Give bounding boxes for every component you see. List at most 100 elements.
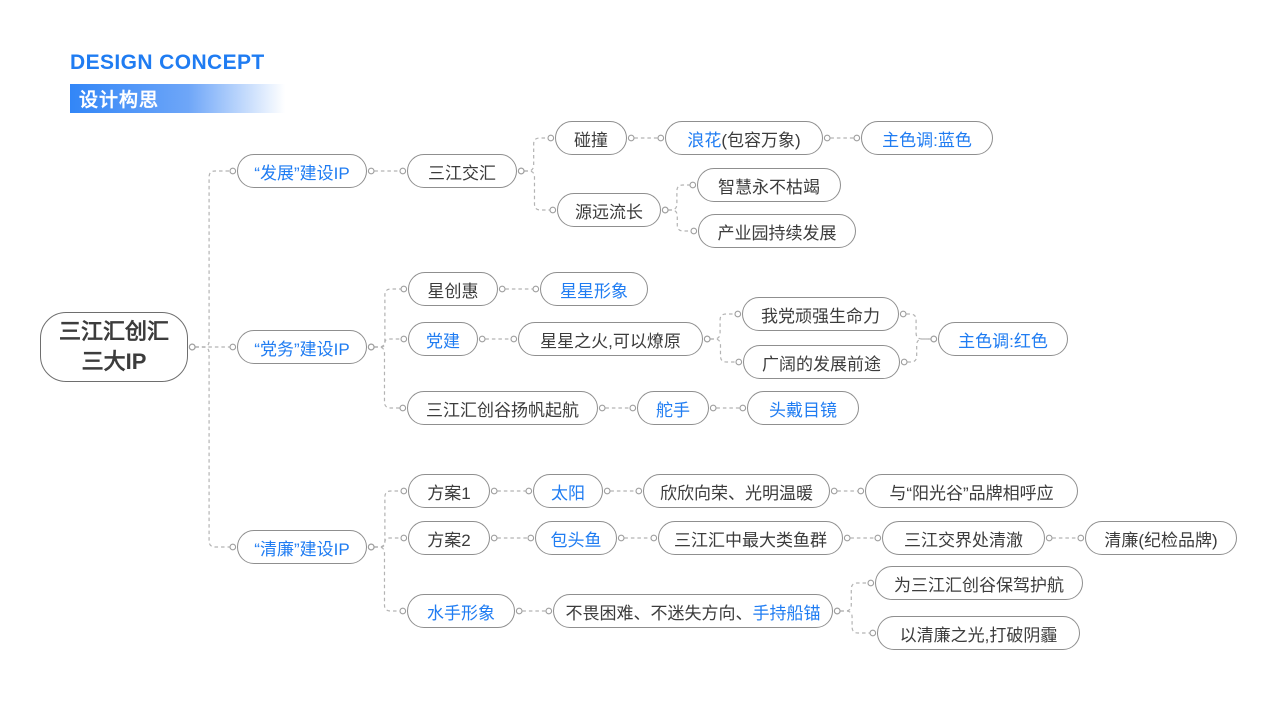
mindmap-node-yuqun[interactable]: 三江汇中最大类鱼群	[658, 521, 843, 555]
mindmap-node-shuishou[interactable]: 水手形象	[407, 594, 515, 628]
connector-joint-icon	[853, 134, 861, 142]
connector-joint-icon	[478, 335, 486, 343]
connector-joint-icon	[843, 534, 851, 542]
mindmap-node-baojia-huhang[interactable]: 为三江汇创谷保驾护航	[875, 566, 1083, 600]
mindmap-node-yangguanggu[interactable]: 与“阳光谷”品牌相呼应	[865, 474, 1078, 508]
mindmap-node-main-blue[interactable]: 主色调:蓝色	[861, 121, 993, 155]
connector-joint-icon	[367, 543, 375, 551]
connector-joint-icon	[823, 134, 831, 142]
node-label: 源远流长	[575, 202, 643, 222]
connector-joint-icon	[833, 607, 841, 615]
mindmap-node-dangjian[interactable]: 党建	[408, 322, 478, 356]
connector-joint-icon	[735, 358, 743, 366]
node-label: “发展”建设IP	[254, 163, 350, 183]
mindmap-node-xinxin-xiangrong[interactable]: 欣欣向荣、光明温暖	[643, 474, 830, 508]
connector-edge	[668, 184, 690, 211]
mindmap-node-jijian-pinpai[interactable]: 清廉(纪检品牌)	[1085, 521, 1237, 555]
connector-edge	[374, 546, 400, 612]
connector-joint-icon	[603, 487, 611, 495]
connector-edge	[374, 288, 401, 348]
connector-joint-icon	[490, 534, 498, 542]
connector-joint-icon	[510, 335, 518, 343]
mindmap-node-guangkuo[interactable]: 广阔的发展前途	[743, 345, 900, 379]
mindmap-node-baotouyu[interactable]: 包头鱼	[535, 521, 617, 555]
mindmap-node-fangan2[interactable]: 方案2	[408, 521, 490, 555]
node-label: 三江汇创汇	[58, 319, 169, 345]
mindmap-node-duoshou[interactable]: 舵手	[637, 391, 709, 425]
mindmap-node-ip-dangwu[interactable]: “党务”建设IP	[237, 330, 367, 364]
connector-joint-icon	[399, 404, 407, 412]
mindmap-node-buwei-kunnan[interactable]: 不畏困难、不迷失方向、手持船锚	[553, 594, 833, 628]
connector-joint-icon	[857, 487, 865, 495]
mindmap-node-yangfan-qihang[interactable]: 三江汇创谷扬帆起航	[407, 391, 598, 425]
connector-joint-icon	[1045, 534, 1053, 542]
mindmap-node-ip-fazhan[interactable]: “发展”建设IP	[237, 154, 367, 188]
mindmap-node-langhua[interactable]: 浪花(包容万象)	[665, 121, 823, 155]
connector-joint-icon	[830, 487, 838, 495]
mindmap-node-xingchuanghui[interactable]: 星创惠	[408, 272, 498, 306]
node-label: “党务”建设IP	[254, 339, 350, 359]
connector-joint-icon	[525, 487, 533, 495]
node-label: 星星形象	[560, 281, 628, 301]
connector-joint-icon	[869, 629, 877, 637]
node-label: 三江交界处清澈	[904, 530, 1023, 550]
connector-joint-icon	[930, 335, 938, 343]
node-label: 浪花	[687, 130, 722, 150]
connector-joint-icon	[1077, 534, 1085, 542]
connector-joint-icon	[629, 404, 637, 412]
connector-edge	[840, 610, 870, 634]
mindmap-node-pengzhuang[interactable]: 碰撞	[555, 121, 627, 155]
connector-joint-icon	[598, 404, 606, 412]
node-label: 广阔的发展前途	[762, 354, 881, 374]
mindmap-node-xingxingzhihuo[interactable]: 星星之火,可以燎原	[518, 322, 703, 356]
mindmap-node-taiyang[interactable]: 太阳	[533, 474, 603, 508]
connector-joint-icon	[399, 607, 407, 615]
connector-joint-icon	[399, 167, 407, 175]
mindmap-node-xingxing-xingxiang[interactable]: 星星形象	[540, 272, 648, 306]
mindmap-node-sanjiang-jiaohui[interactable]: 三江交汇	[407, 154, 517, 188]
mindmap-node-main-red[interactable]: 主色调:红色	[938, 322, 1068, 356]
connector-edge	[374, 537, 401, 548]
mindmap-node-chanyeyuan[interactable]: 产业园持续发展	[698, 214, 856, 248]
connector-joint-icon	[709, 404, 717, 412]
node-label: 产业园持续发展	[717, 223, 837, 243]
mindmap-node-ip-qinglian[interactable]: “清廉”建设IP	[237, 530, 367, 564]
connector-joint-icon	[490, 487, 498, 495]
mindmap-node-zhihui[interactable]: 智慧永不枯竭	[697, 168, 841, 202]
connector-edge	[710, 338, 736, 363]
connector-joint-icon	[400, 335, 408, 343]
mindmap-node-qingche[interactable]: 三江交界处清澈	[882, 521, 1045, 555]
connector-joint-icon	[515, 607, 523, 615]
node-label: 三江汇创谷扬帆起航	[426, 400, 579, 420]
node-label: 与“阳光谷”品牌相呼应	[889, 483, 1054, 503]
node-label: 不畏困难、不迷失方向、	[565, 603, 753, 623]
connector-joint-icon	[635, 487, 643, 495]
connector-joint-icon	[739, 404, 747, 412]
node-label: 欣欣向荣、光明温暖	[660, 483, 813, 503]
node-label: 主色调:蓝色	[882, 130, 972, 150]
connector-joint-icon	[549, 206, 557, 214]
connector-joint-icon	[689, 181, 697, 189]
mindmap-node-dapo-yinmai[interactable]: 以清廉之光,打破阴霾	[877, 616, 1080, 650]
mindmap-node-toudai-mujing[interactable]: 头戴目镜	[747, 391, 859, 425]
connector-edge	[374, 346, 400, 409]
connector-edge	[907, 338, 931, 363]
node-label: 头戴目镜	[769, 400, 837, 420]
node-label: 碰撞	[574, 130, 608, 150]
mindmap-node-yuanyuan-liuchang[interactable]: 源远流长	[557, 193, 661, 227]
node-label: 太阳	[551, 483, 585, 503]
mindmap-node-root[interactable]: 三江汇创汇三大IP	[40, 312, 188, 382]
connector-joint-icon	[400, 487, 408, 495]
connector-joint-icon	[547, 134, 555, 142]
mindmap-node-fangan1[interactable]: 方案1	[408, 474, 490, 508]
connector-joint-icon	[617, 534, 625, 542]
connector-joint-icon	[627, 134, 635, 142]
node-label: 三江交汇	[428, 163, 496, 183]
mindmap-node-wodang[interactable]: 我党顽强生命力	[742, 297, 899, 331]
connector-edge	[710, 313, 735, 340]
connector-joint-icon	[188, 343, 196, 351]
connector-joint-icon	[650, 534, 658, 542]
node-label: 我党顽强生命力	[761, 306, 880, 326]
connector-joint-icon	[532, 285, 540, 293]
